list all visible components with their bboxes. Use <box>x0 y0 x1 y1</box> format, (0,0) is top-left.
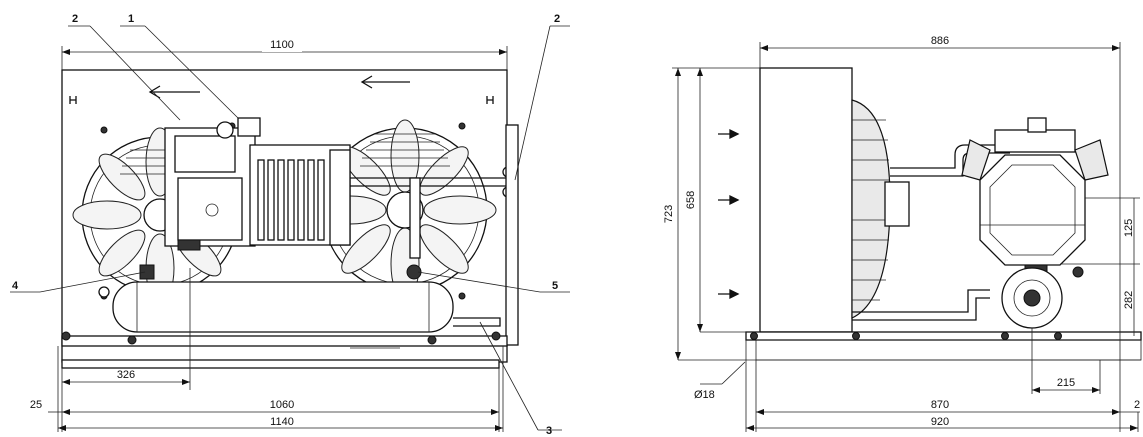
dim-label-282: 282 <box>1123 291 1135 309</box>
dimension-215: 215 <box>1031 328 1101 394</box>
dimension-282: 282 <box>1123 264 1135 336</box>
svg-text:3: 3 <box>546 425 552 437</box>
callout-2-right: 2 <box>514 13 570 181</box>
svg-text:1: 1 <box>128 13 134 25</box>
receiver-tank <box>112 281 501 333</box>
lifting-hook-left <box>69 96 77 104</box>
side-base <box>678 331 1142 361</box>
callout-1: 1 <box>120 13 239 119</box>
dimension-886: 886 <box>759 35 1121 360</box>
dim-label-723: 723 <box>663 205 675 223</box>
svg-text:5: 5 <box>552 280 558 292</box>
compressor-side <box>961 117 1109 278</box>
base-rail <box>61 331 508 369</box>
callout-5: 5 <box>417 271 570 293</box>
dimension-723: 723 <box>663 67 760 360</box>
front-view: 1100 326 1060 25 <box>10 13 570 437</box>
dimension-25: 25 <box>30 346 62 432</box>
dimension-1140: 1140 <box>58 346 504 432</box>
airflow-arrow-right <box>360 75 410 89</box>
dim-label-326: 326 <box>117 369 135 381</box>
dim-label-215: 215 <box>1057 377 1075 389</box>
dim-label-1060: 1060 <box>270 399 294 411</box>
dim-label-1100: 1100 <box>270 39 294 51</box>
service-valve-left <box>98 264 155 298</box>
dimension-326: 326 <box>62 268 191 390</box>
dimension-1100: 1100 <box>61 38 508 70</box>
callout-3: 3 <box>479 321 562 437</box>
dim-label-25: 25 <box>30 399 42 411</box>
dim-label-870: 870 <box>931 399 949 411</box>
svg-text:4: 4 <box>12 280 19 292</box>
dim-label-d18: Ø18 <box>694 389 715 401</box>
airflow-arrows-side <box>718 128 740 300</box>
callout-2-left: 2 <box>68 13 181 121</box>
svg-text:2: 2 <box>72 13 78 25</box>
dimension-870: 870 <box>755 360 1121 432</box>
receiver-end-view <box>1001 267 1063 329</box>
dim-label-2: 2 <box>1134 399 1140 411</box>
suction-pipe <box>852 144 1010 321</box>
dimension-920: 920 <box>745 340 1139 432</box>
dimension-125: 125 <box>1060 197 1140 265</box>
dim-label-658: 658 <box>685 191 697 209</box>
condenser-coil-box <box>759 67 853 333</box>
dim-label-920: 920 <box>931 416 949 428</box>
dim-label-125: 125 <box>1123 219 1135 237</box>
side-view: 886 723 658 125 282 <box>663 35 1142 432</box>
dimension-2: 2 <box>1120 399 1140 413</box>
dim-label-886: 886 <box>931 35 949 47</box>
svg-text:2: 2 <box>554 13 560 25</box>
motor-fins <box>257 159 325 241</box>
dimension-d18: Ø18 <box>694 361 746 401</box>
right-bracket <box>505 124 519 346</box>
dimension-658: 658 <box>685 68 760 333</box>
fan-side-profile <box>851 99 910 319</box>
dim-label-1140: 1140 <box>270 416 294 428</box>
compressor <box>164 117 351 251</box>
callout-4: 4 <box>10 271 146 293</box>
dimension-1060: 1060 <box>61 368 500 432</box>
service-valve-right <box>406 177 422 280</box>
lifting-hook-right <box>486 96 494 104</box>
